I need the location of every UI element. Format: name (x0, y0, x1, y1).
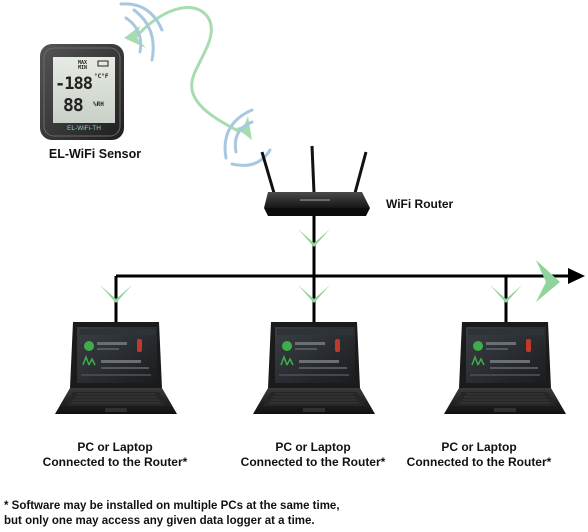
sensor-temp-unit: °C°F (94, 73, 109, 80)
pc-label-1: PC or Laptop Connected to the Router* (25, 440, 205, 470)
arrow-right-icon (568, 268, 585, 284)
pc-label-3: PC or Laptop Connected to the Router* (389, 440, 569, 470)
sensor-tag-max: MAX (78, 60, 87, 66)
radio-waves-sensor (119, 2, 164, 62)
footnote-line1: * Software may be installed on multiple … (4, 500, 340, 512)
laptop-1 (54, 321, 178, 415)
network-bus (114, 216, 585, 332)
sensor-temp-readout: -188 (55, 74, 93, 94)
pc-label-3-line2: Connected to the Router* (406, 455, 552, 469)
sensor-tag-min: MIN (78, 65, 87, 71)
pc-label-2-line2: Connected to the Router* (240, 455, 386, 469)
pc-label-2: PC or Laptop Connected to the Router* (223, 440, 403, 470)
sensor-lcd (53, 57, 115, 123)
wireless-signal-path (133, 6, 241, 134)
pc-label-2-line1: PC or Laptop (275, 440, 351, 454)
el-wifi-sensor-device: MAX MIN -188 °C°F 88 %RH EL-WiFi-TH (40, 44, 124, 140)
pc-label-1-line1: PC or Laptop (77, 440, 153, 454)
sensor-hum-unit: %RH (93, 101, 104, 108)
radio-waves-router (223, 108, 272, 167)
sensor-label: EL-WiFi Sensor (48, 147, 142, 161)
footnote-line2: but only one may access any given data l… (4, 515, 315, 527)
router-label: WiFi Router (386, 197, 454, 211)
laptop-3 (443, 321, 567, 415)
battery-icon (97, 60, 109, 67)
pc-label-3-line1: PC or Laptop (441, 440, 517, 454)
bus-outgoing-arrow (536, 260, 560, 302)
pc-label-1-line2: Connected to the Router* (42, 455, 188, 469)
sensor-hum-readout: 88 (63, 95, 83, 116)
wifi-router-device (260, 145, 370, 216)
footnote: * Software may be installed on multiple … (4, 499, 404, 529)
sensor-brand: EL-WiFi-TH (67, 125, 101, 132)
laptop-2 (252, 321, 376, 415)
